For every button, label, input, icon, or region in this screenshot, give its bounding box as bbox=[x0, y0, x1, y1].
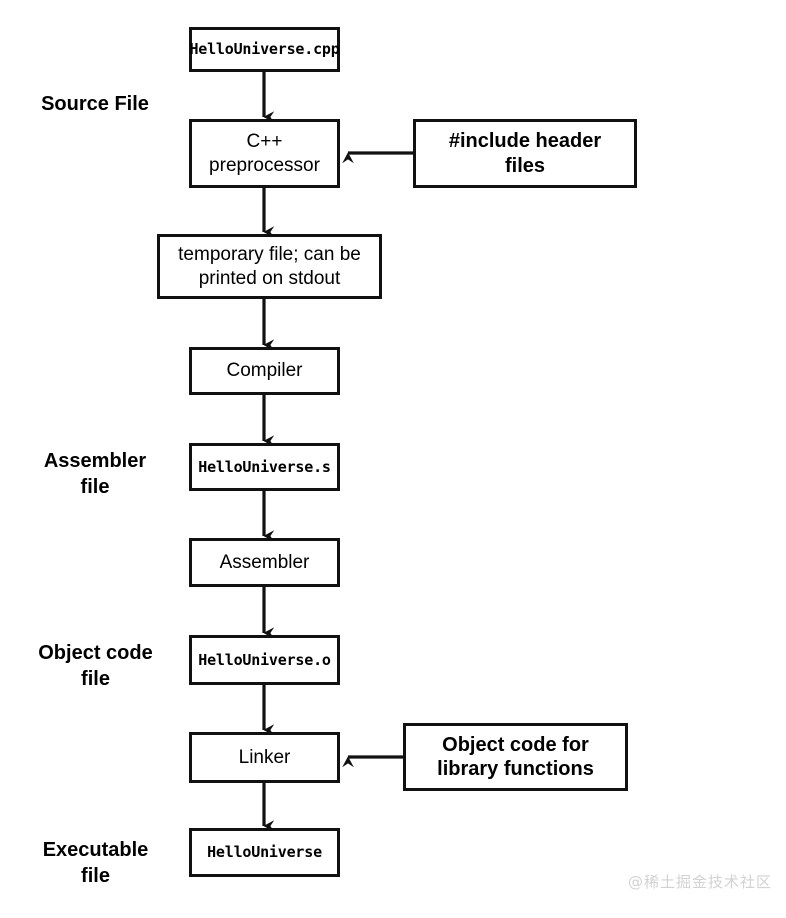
node-label: #include header files bbox=[448, 130, 602, 177]
node-temporary-file[interactable]: temporary file; can be printed on stdout bbox=[157, 234, 382, 299]
side-label-assembler-file: Assembler file bbox=[43, 450, 147, 498]
node-label: Compiler bbox=[226, 360, 303, 382]
node-object-code-library[interactable]: Object code for library functions bbox=[403, 723, 628, 791]
watermark: @稀土掘金技术社区 bbox=[627, 873, 772, 891]
node-label: HelloUniverse.s bbox=[198, 457, 331, 476]
side-label-object-code-file: Object code file bbox=[38, 642, 153, 690]
node-label: HelloUniverse.o bbox=[198, 650, 331, 669]
node-label: temporary file; can be printed on stdout bbox=[178, 244, 361, 289]
node-linker[interactable]: Linker bbox=[189, 732, 340, 783]
node-cpp-preprocessor[interactable]: C++ preprocessor bbox=[189, 119, 340, 188]
node-label: Assembler bbox=[219, 551, 310, 573]
node-label: C++ preprocessor bbox=[209, 131, 320, 176]
node-hellouniverse-s[interactable]: HelloUniverse.s bbox=[189, 443, 340, 491]
side-label-executable-file: Executable file bbox=[42, 839, 149, 887]
node-assembler[interactable]: Assembler bbox=[189, 538, 340, 587]
side-label-source-file: Source File bbox=[41, 93, 149, 115]
node-compiler[interactable]: Compiler bbox=[189, 347, 340, 395]
node-hellouniverse-executable[interactable]: HelloUniverse bbox=[189, 828, 340, 877]
node-hellouniverse-o[interactable]: HelloUniverse.o bbox=[189, 635, 340, 685]
node-label: HelloUniverse.cpp bbox=[189, 40, 340, 59]
node-include-header-files[interactable]: #include header files bbox=[413, 119, 637, 188]
node-hellouniverse-cpp[interactable]: HelloUniverse.cpp bbox=[189, 27, 340, 72]
node-label: Object code for library functions bbox=[437, 733, 594, 780]
node-label: HelloUniverse bbox=[207, 843, 322, 862]
node-label: Linker bbox=[238, 746, 291, 768]
